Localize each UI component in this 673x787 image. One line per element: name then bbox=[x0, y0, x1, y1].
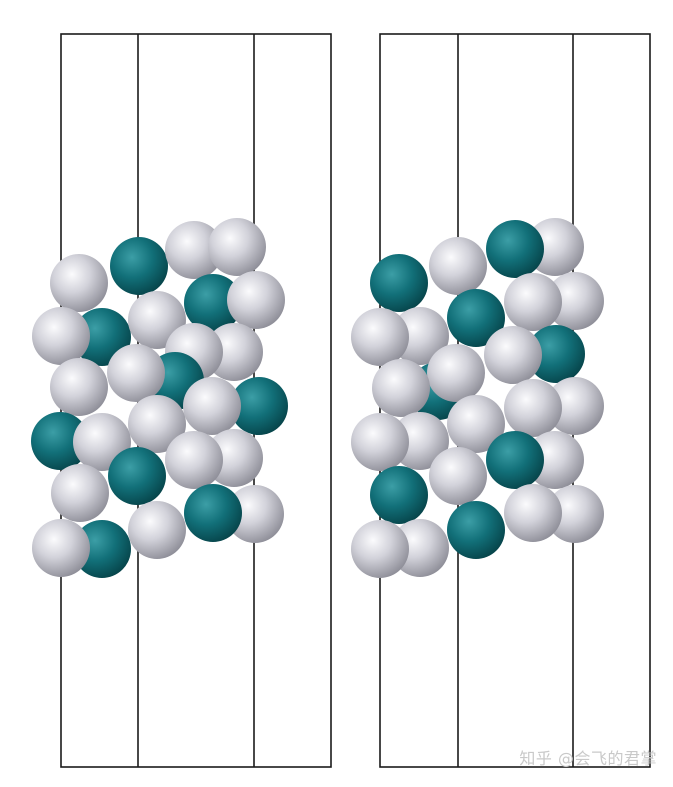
left-atom-silver-3 bbox=[208, 218, 266, 276]
left-atom-teal-24 bbox=[184, 484, 242, 542]
left-atom-teal-1 bbox=[110, 237, 168, 295]
right-atom-silver-14 bbox=[546, 377, 604, 435]
left-atom-teal-4 bbox=[184, 274, 242, 332]
right-atom-silver-5 bbox=[504, 273, 562, 331]
right-atom-teal-22 bbox=[370, 466, 428, 524]
left-atom-teal-26 bbox=[73, 520, 131, 578]
left-atom-silver-22 bbox=[51, 464, 109, 522]
left-atom-teal-6 bbox=[73, 308, 131, 366]
right-atom-silver-10 bbox=[484, 326, 542, 384]
right-atom-silver-23 bbox=[546, 485, 604, 543]
left-atom-silver-9 bbox=[205, 323, 263, 381]
left-atom-silver-25 bbox=[128, 501, 186, 559]
left-atom-silver-15 bbox=[183, 377, 241, 435]
left-atom-silver-0 bbox=[50, 254, 108, 312]
left-atom-silver-23 bbox=[226, 485, 284, 543]
right-structure-atoms bbox=[351, 218, 604, 578]
left-atom-silver-27 bbox=[32, 519, 90, 577]
right-atom-teal-6 bbox=[447, 289, 505, 347]
right-atom-silver-4 bbox=[546, 272, 604, 330]
left-atom-teal-21 bbox=[108, 447, 166, 505]
right-atom-silver-12 bbox=[427, 344, 485, 402]
left-atom-silver-5 bbox=[227, 271, 285, 329]
right-atom-silver-24 bbox=[504, 484, 562, 542]
right-atom-teal-3 bbox=[370, 254, 428, 312]
right-atom-teal-20 bbox=[486, 431, 544, 489]
left-atom-silver-8 bbox=[32, 307, 90, 365]
left-atom-silver-20 bbox=[165, 431, 223, 489]
right-atom-teal-9 bbox=[527, 325, 585, 383]
left-atom-silver-13 bbox=[50, 358, 108, 416]
left-atom-silver-2 bbox=[165, 221, 223, 279]
left-atom-silver-12 bbox=[107, 344, 165, 402]
right-atom-silver-15 bbox=[504, 379, 562, 437]
right-atom-silver-27 bbox=[351, 520, 409, 578]
watermark-text: 知乎 @会飞的君掌 bbox=[519, 749, 657, 768]
left-atom-silver-16 bbox=[128, 395, 186, 453]
right-atom-silver-21 bbox=[429, 447, 487, 505]
right-atom-silver-2 bbox=[429, 237, 487, 295]
right-atom-teal-25 bbox=[447, 501, 505, 559]
right-atom-silver-19 bbox=[526, 431, 584, 489]
left-structure-atoms bbox=[31, 218, 288, 578]
right-atom-teal-1 bbox=[486, 220, 544, 278]
right-atom-silver-13 bbox=[372, 359, 430, 417]
right-atom-silver-18 bbox=[351, 413, 409, 471]
left-atom-teal-17 bbox=[31, 412, 89, 470]
left-atom-teal-14 bbox=[230, 377, 288, 435]
right-atom-silver-8 bbox=[351, 308, 409, 366]
right-atom-silver-16 bbox=[447, 395, 505, 453]
